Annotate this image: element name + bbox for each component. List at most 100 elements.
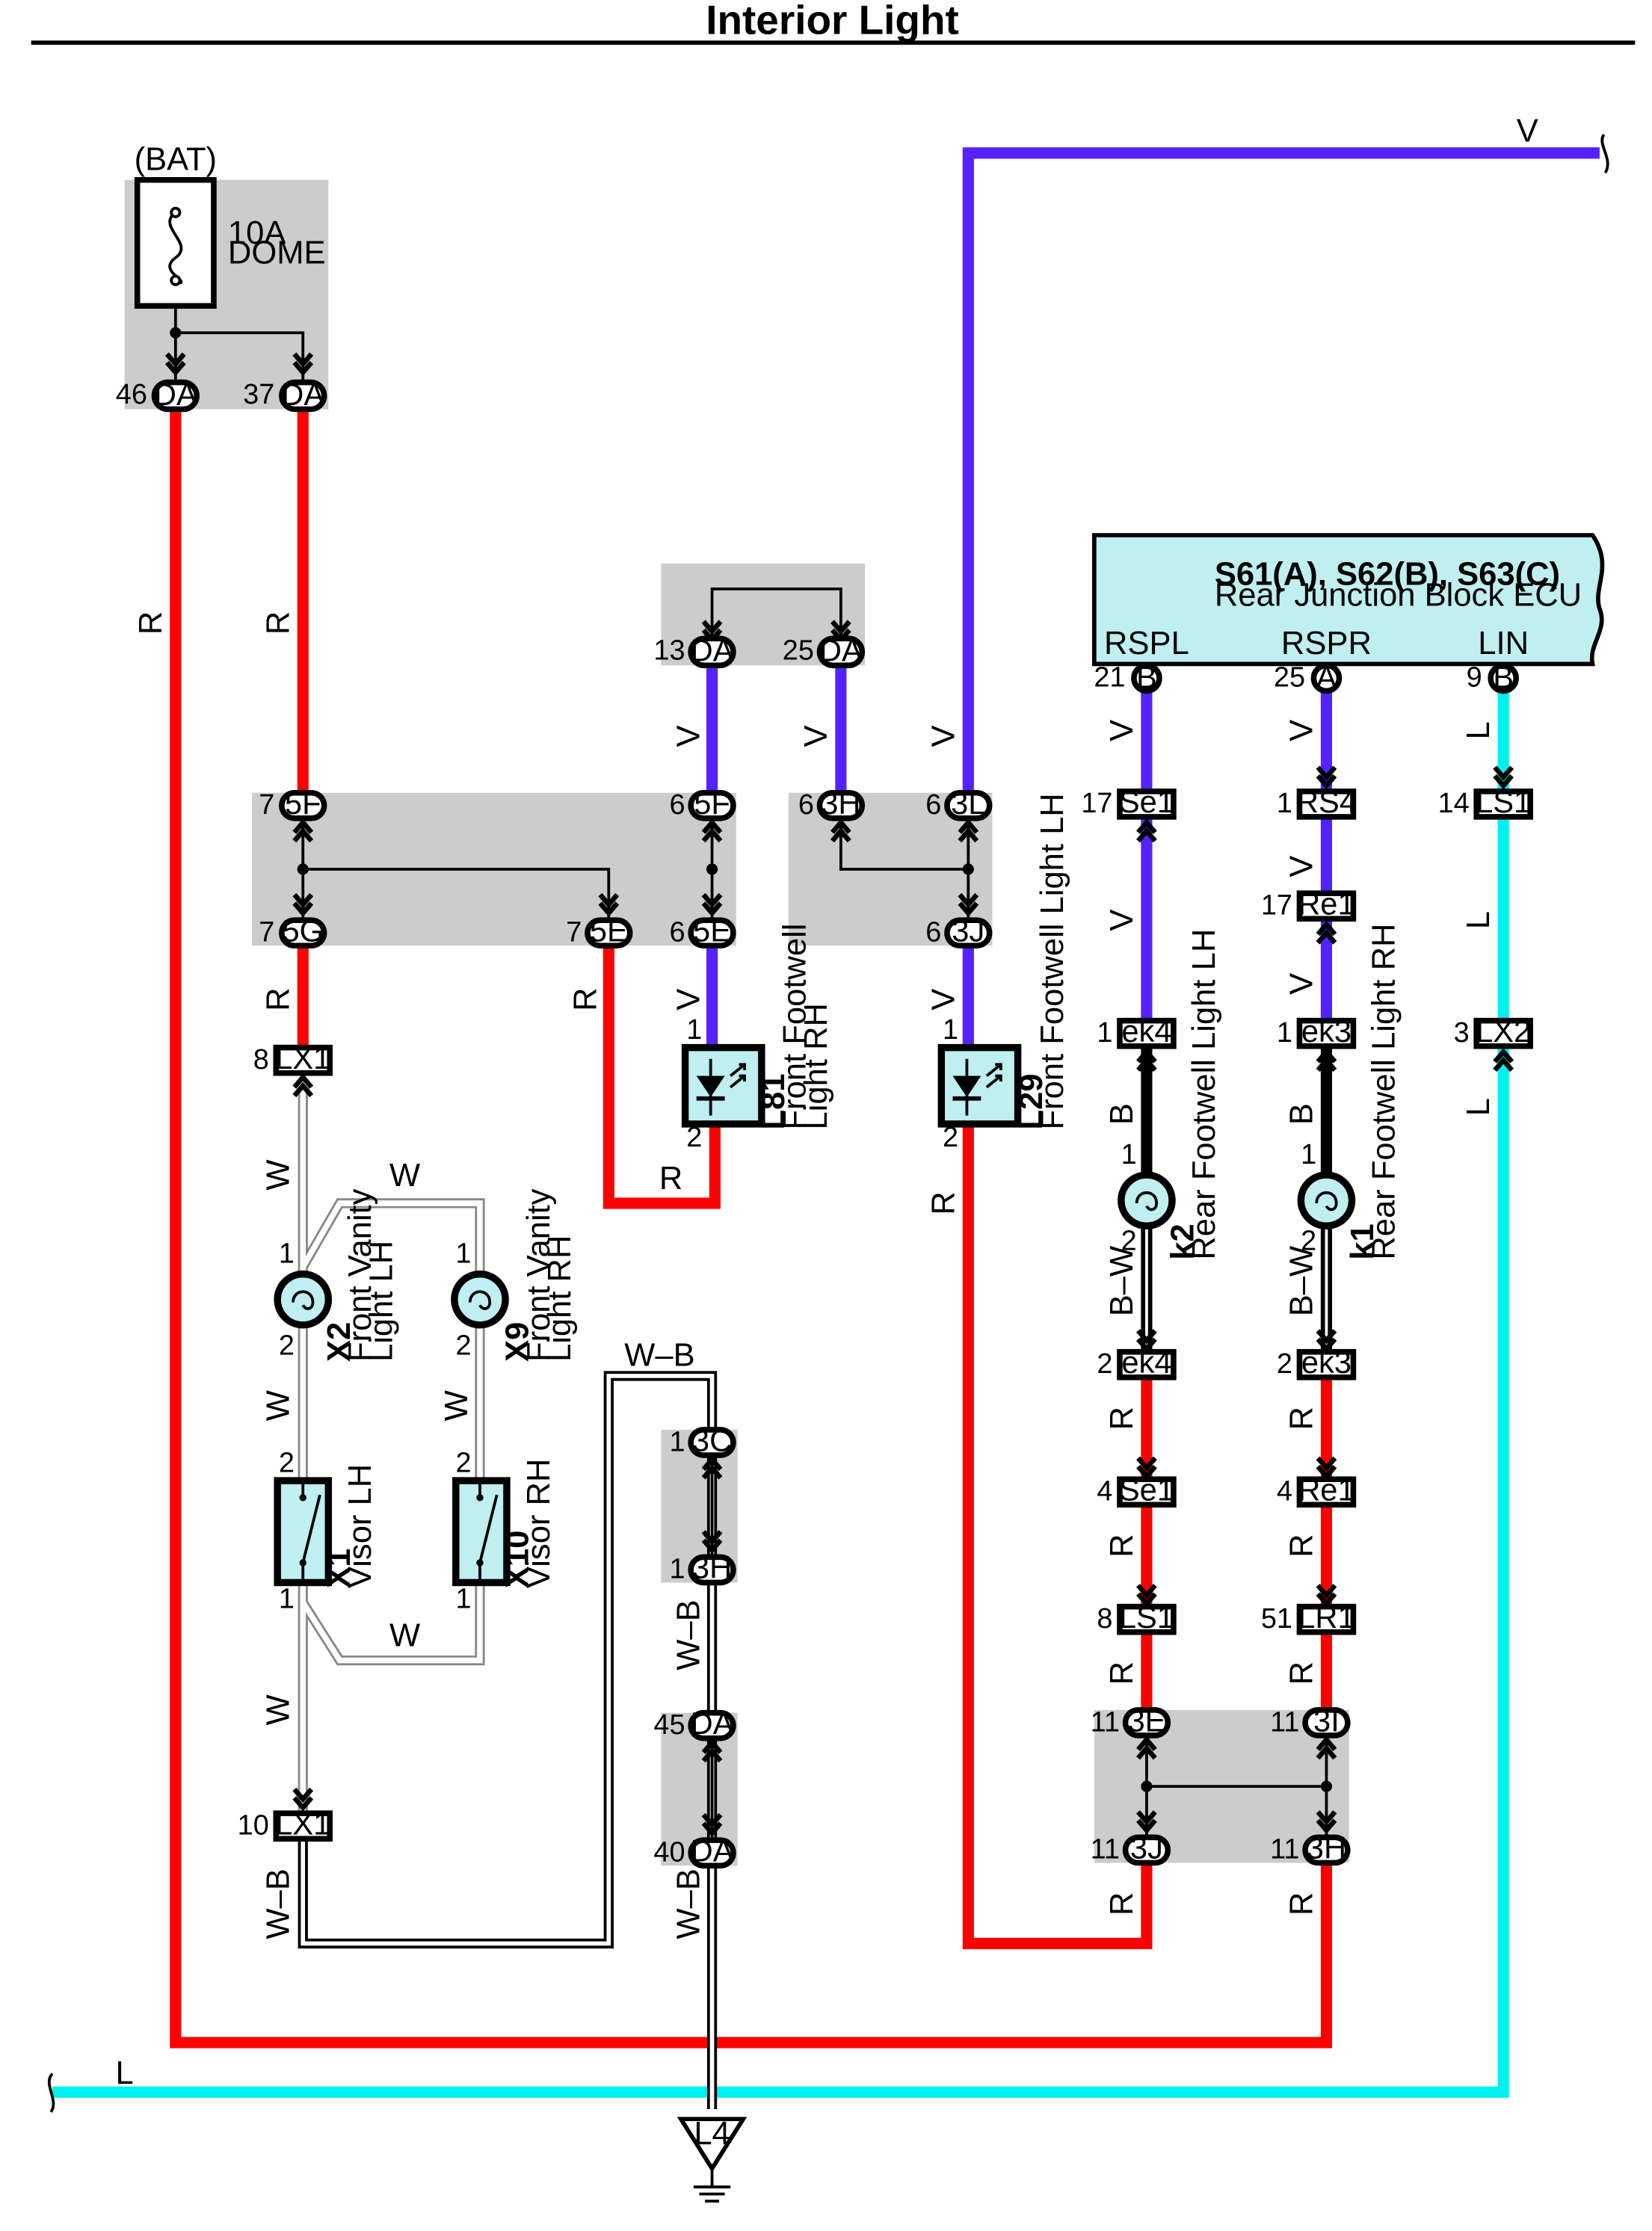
svg-text:W–B: W–B [671,1869,707,1939]
svg-text:21: 21 [1094,662,1125,694]
svg-text:V: V [798,725,834,747]
svg-text:LS1: LS1 [1119,1599,1174,1635]
svg-text:DA: DA [154,377,197,412]
connector-ls1-14: LS1 14 [1438,784,1533,820]
connector-da-25: DA 25 [783,633,866,669]
wire-color-labels: V L R W W W–B R R V V V R R V V R W W W … [116,114,1538,2091]
connector-ek4-2: ek4 2 [1097,1345,1177,1380]
svg-text:1: 1 [456,1238,472,1269]
connector-se1-17: Se1 17 [1081,784,1177,820]
svg-text:R: R [1104,1407,1140,1430]
svg-text:2: 2 [686,1122,702,1153]
bulb-icon [292,1290,315,1310]
svg-text:5E: 5E [693,913,731,948]
svg-text:6: 6 [798,789,814,821]
connector-lx2-3: LX2 3 [1454,1013,1533,1049]
rear-junction-block-ecu: S61(A), S62(B), S63(C) Rear Junction Blo… [1092,533,1605,667]
svg-text:1: 1 [670,1554,685,1585]
fuse-supply-label: (BAT) [135,141,217,177]
svg-text:L: L [1461,721,1497,739]
svg-text:DA: DA [691,633,734,668]
svg-text:Rear Footwell Light LH: Rear Footwell Light LH [1186,929,1222,1260]
svg-text:W: W [260,1694,296,1725]
svg-text:ek4: ek4 [1121,1345,1171,1380]
svg-text:8: 8 [253,1044,269,1076]
svg-text:Re1: Re1 [1298,886,1354,922]
svg-text:3L: 3L [951,786,985,821]
svg-text:11: 11 [1270,1834,1299,1866]
svg-text:Front Vanity: Front Vanity [521,1188,557,1362]
svg-text:14: 14 [1438,788,1470,819]
fuse-box [134,176,217,309]
svg-text:1: 1 [1301,1139,1316,1170]
svg-text:Visor RH: Visor RH [521,1459,557,1588]
page-title: Interior Light [706,0,959,43]
light-emission-icon [985,1063,1002,1089]
ecu-pin-rspl: RSPL [1104,626,1189,661]
svg-text:45: 45 [653,1709,685,1741]
connector-3j-6: 3J 6 [925,913,993,949]
svg-text:8: 8 [1097,1603,1112,1635]
svg-text:6: 6 [925,789,941,821]
svg-text:W–B: W–B [624,1338,694,1374]
connector-da-40: DA 40 [653,1833,736,1869]
svg-text:V: V [1284,720,1320,741]
svg-text:R: R [1104,1534,1140,1557]
svg-text:Re1: Re1 [1298,1472,1354,1508]
ecu-name: Rear Junction Block ECU [1215,578,1582,614]
svg-text:B–W: B–W [1284,1246,1320,1316]
connector-re1-4: Re1 4 [1277,1472,1357,1508]
svg-text:R: R [925,1191,961,1215]
bulb-icon [468,1290,492,1310]
connector-3h-11: 3H 11 [1270,1830,1351,1866]
connector-se1-4: Se1 4 [1097,1472,1177,1508]
ground-l4: L4 [676,2116,748,2203]
svg-text:Front Vanity: Front Vanity [342,1188,378,1362]
svg-text:B: B [1493,660,1514,695]
svg-text:X9: X9 [499,1322,535,1362]
svg-text:R: R [1104,1661,1140,1685]
svg-text:11: 11 [1270,1706,1299,1738]
svg-text:1: 1 [456,1584,472,1615]
svg-text:B: B [1136,660,1157,695]
fuse-rating: 10A [228,215,286,251]
svg-text:LX1: LX1 [275,1040,330,1076]
svg-text:V: V [925,989,961,1010]
svg-text:Se1: Se1 [1119,784,1174,819]
svg-text:L29: L29 [1014,1073,1050,1129]
svg-text:DA: DA [691,1833,734,1869]
svg-text:W–B: W–B [671,1599,707,1670]
svg-text:11: 11 [1091,1706,1120,1738]
svg-text:LR1: LR1 [1298,1599,1354,1635]
svg-text:R: R [260,611,296,635]
svg-text:37: 37 [243,379,274,410]
connector-ecu-b-21: B 21 [1094,660,1162,695]
svg-text:ek3: ek3 [1301,1013,1352,1049]
svg-text:1: 1 [1097,1017,1112,1049]
svg-text:46: 46 [116,379,147,410]
front-footwell-light-lh: 1 2 L29 Front Footwell Light LH [937,793,1070,1153]
connector-lr1-51: LR1 51 [1261,1599,1357,1635]
svg-text:25: 25 [783,635,814,667]
connector-5g-7: 5G 7 [259,913,327,949]
svg-text:1: 1 [1121,1139,1137,1170]
connector-rs4-1: RS4 1 [1277,784,1357,820]
connector-lx1-10: LX1 10 [238,1806,333,1842]
visor-switch-rh: 2 1 X10 Visor RH [452,1448,557,1615]
svg-text:DA: DA [281,377,324,412]
svg-text:RS4: RS4 [1296,784,1357,819]
light-emission-icon [729,1063,747,1089]
svg-text:R: R [1284,1407,1320,1430]
svg-text:17: 17 [1261,890,1292,922]
svg-text:R: R [659,1161,682,1197]
svg-text:R: R [1284,1661,1320,1685]
wire-break-symbol-v [1600,134,1609,174]
connector-da-45: DA 45 [653,1706,736,1741]
front-footwell-light-rh: 1 2 L81 Front Footwell Light RH [681,924,834,1153]
svg-text:5E: 5E [590,913,628,948]
svg-text:7: 7 [259,789,274,821]
svg-text:LS1: LS1 [1476,784,1531,819]
svg-text:R: R [1284,1534,1320,1557]
bulb-icon [1315,1191,1338,1212]
